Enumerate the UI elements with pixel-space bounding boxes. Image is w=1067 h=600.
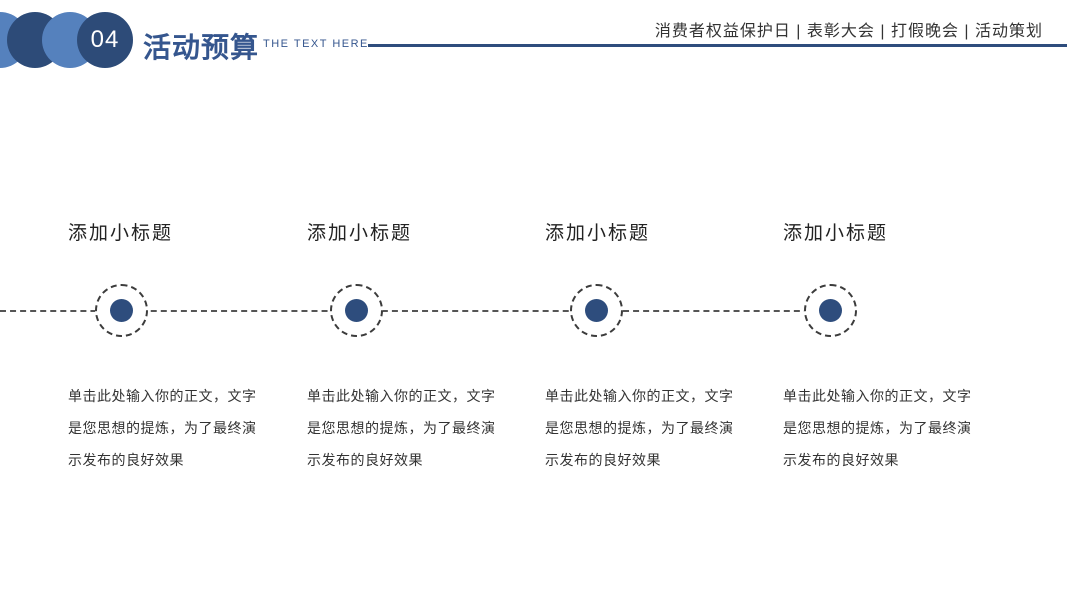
body-line: 单击此处输入你的正文，文字: [307, 388, 496, 404]
timeline-dashed-line: [0, 310, 830, 312]
body-line: 是您思想的提炼，为了最终演: [783, 420, 972, 436]
node-dot-4: [819, 299, 842, 322]
node-dot-3: [585, 299, 608, 322]
column-body-1[interactable]: 单击此处输入你的正文，文字 是您思想的提炼，为了最终演 示发布的良好效果: [68, 380, 268, 476]
body-line: 示发布的良好效果: [545, 452, 661, 468]
column-body-3[interactable]: 单击此处输入你的正文，文字 是您思想的提炼，为了最终演 示发布的良好效果: [545, 380, 745, 476]
slide-subtitle: THE TEXT HERE: [263, 38, 369, 50]
body-line: 单击此处输入你的正文，文字: [545, 388, 734, 404]
body-line: 是您思想的提炼，为了最终演: [68, 420, 257, 436]
body-line: 示发布的良好效果: [783, 452, 899, 468]
body-line: 示发布的良好效果: [68, 452, 184, 468]
column-title-4[interactable]: 添加小标题: [783, 223, 889, 244]
section-number: 04: [90, 26, 120, 53]
timeline-node-3: [570, 284, 623, 337]
column-title-1[interactable]: 添加小标题: [68, 223, 174, 244]
column-body-2[interactable]: 单击此处输入你的正文，文字 是您思想的提炼，为了最终演 示发布的良好效果: [307, 380, 507, 476]
body-line: 是您思想的提炼，为了最终演: [307, 420, 496, 436]
section-nav-text: 消费者权益保护日 | 表彰大会 | 打假晚会 | 活动策划: [654, 23, 1043, 40]
column-body-4[interactable]: 单击此处输入你的正文，文字 是您思想的提炼，为了最终演 示发布的良好效果: [783, 380, 983, 476]
node-dot-2: [345, 299, 368, 322]
header-divider-line: [368, 44, 1067, 47]
node-dot-1: [110, 299, 133, 322]
column-title-3[interactable]: 添加小标题: [545, 223, 651, 244]
header-decoration: 04: [0, 0, 140, 80]
timeline-node-4: [804, 284, 857, 337]
deco-circle-4: 04: [77, 12, 133, 68]
body-line: 示发布的良好效果: [307, 452, 423, 468]
slide-title[interactable]: 活动预算: [143, 32, 260, 63]
body-line: 单击此处输入你的正文，文字: [68, 388, 257, 404]
body-line: 是您思想的提炼，为了最终演: [545, 420, 734, 436]
timeline-node-1: [95, 284, 148, 337]
timeline-node-2: [330, 284, 383, 337]
column-title-2[interactable]: 添加小标题: [307, 223, 413, 244]
body-line: 单击此处输入你的正文，文字: [783, 388, 972, 404]
